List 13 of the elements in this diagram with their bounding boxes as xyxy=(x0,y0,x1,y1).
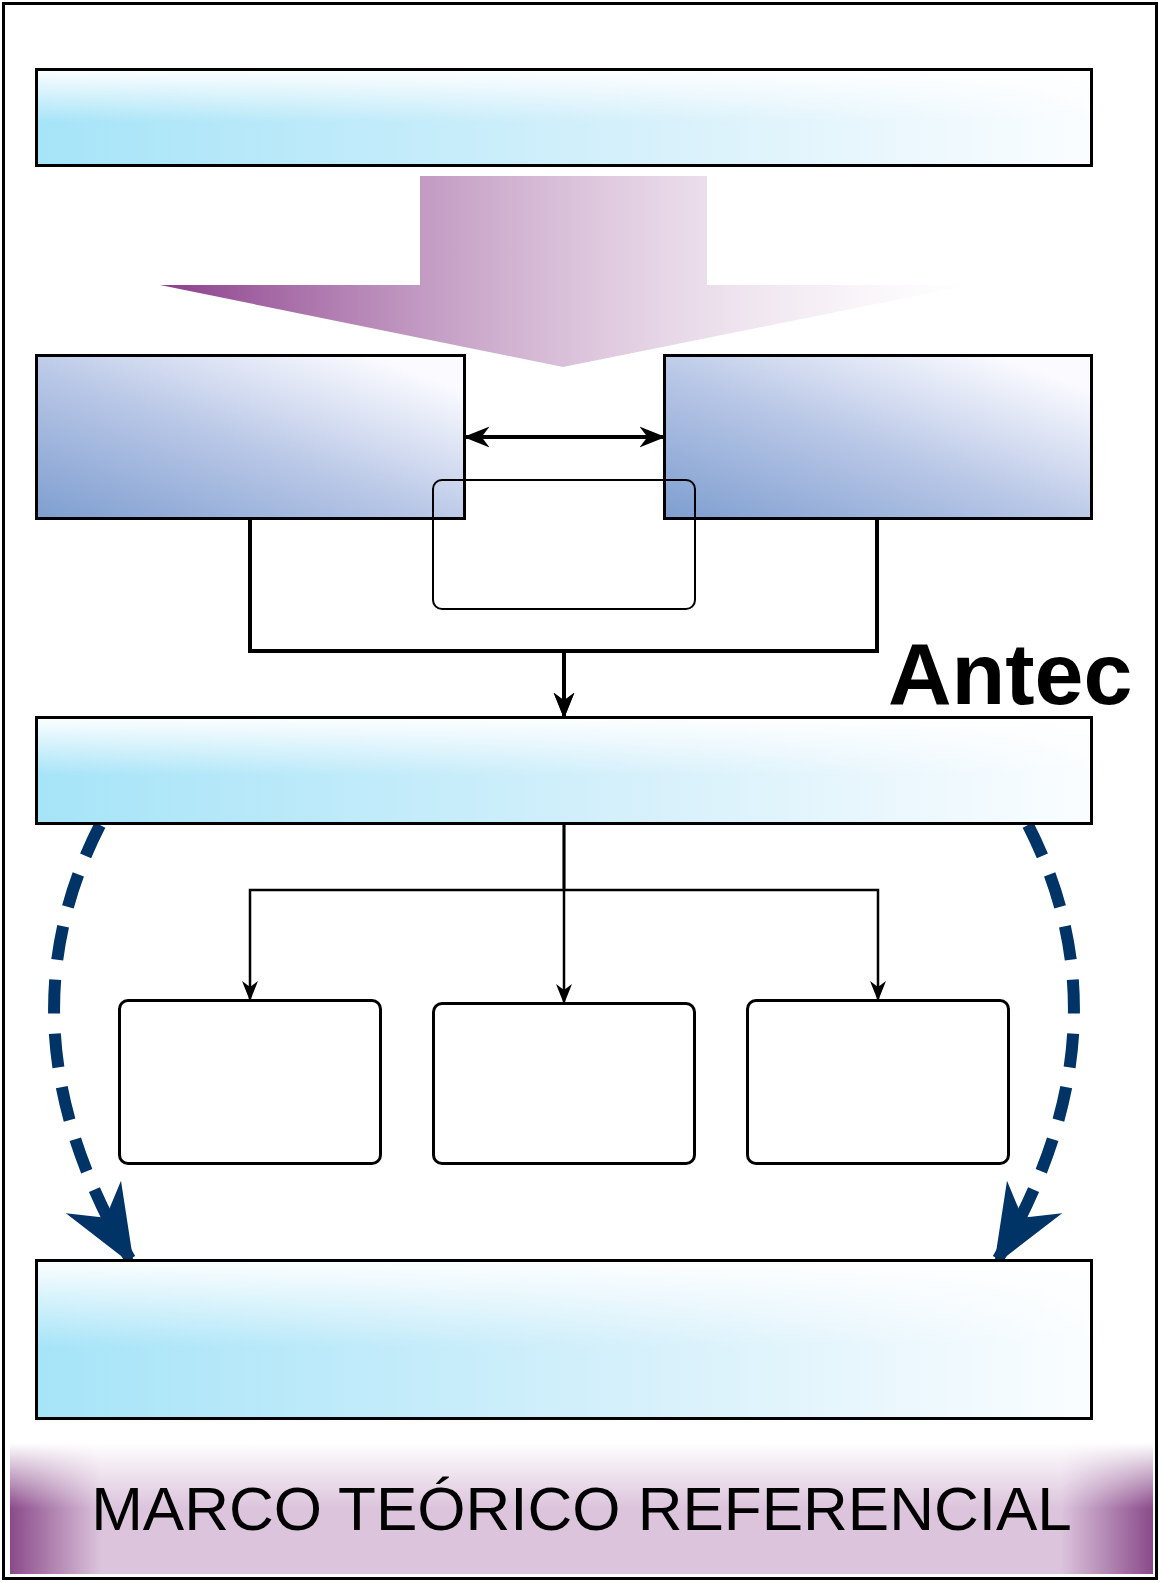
band-title: MARCO TEÓRICO REFERENCIAL xyxy=(91,1473,1072,1544)
empty-box xyxy=(35,1259,1093,1420)
rounded-box xyxy=(432,1002,696,1165)
rounded-box xyxy=(118,999,382,1165)
arrow xyxy=(562,825,886,1001)
empty-box xyxy=(35,354,466,520)
empty-box xyxy=(663,354,1093,520)
heading-text: Antec xyxy=(888,630,1133,718)
rounded-box xyxy=(432,479,696,610)
rounded-box xyxy=(746,999,1010,1165)
empty-box xyxy=(35,716,1093,825)
empty-box xyxy=(35,68,1093,167)
title-band xyxy=(10,1443,1153,1574)
